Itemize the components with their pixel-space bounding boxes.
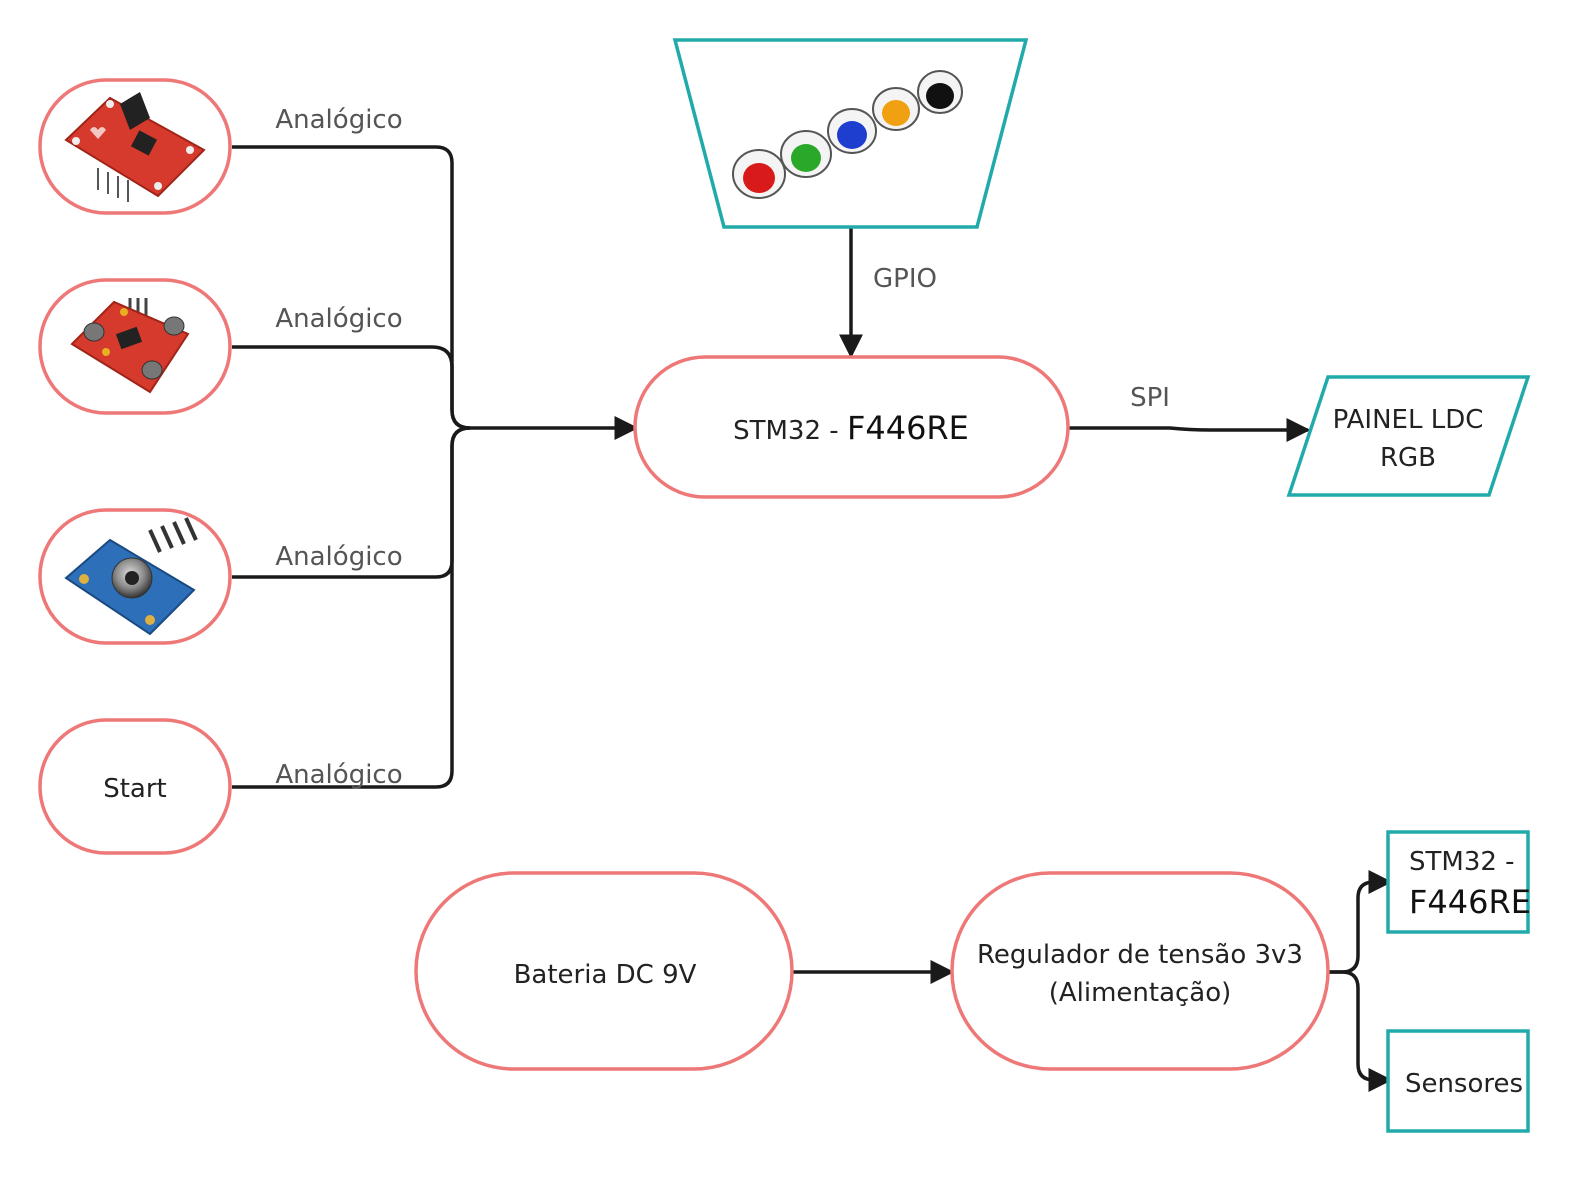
infrared-temperature-sensor-module-icon bbox=[64, 517, 198, 636]
node-lcd-panel-line-1: PAINEL LDC bbox=[1333, 405, 1484, 435]
node-regulator-frame bbox=[950, 871, 1330, 1071]
node-stm32-power-line-2: F446RE bbox=[1409, 883, 1531, 921]
node-battery-frame bbox=[414, 871, 794, 1071]
edge-regulator-to-stm32 bbox=[1328, 870, 1393, 974]
node-stm32-main-model: F446RE bbox=[847, 409, 969, 447]
edge-regulator-to-sensors bbox=[1328, 970, 1393, 1092]
node-sensors: Sensores bbox=[1386, 1029, 1530, 1133]
node-stm32-main-prefix: STM32 - bbox=[733, 416, 847, 446]
amplifier-module-board-icon bbox=[70, 298, 190, 394]
edge-sensor-2 bbox=[232, 345, 471, 430]
node-battery: Bateria DC 9V bbox=[414, 871, 794, 1071]
edge-start bbox=[232, 426, 471, 789]
node-battery-label: Bateria DC 9V bbox=[514, 960, 697, 990]
edge-label-sensor-1: Analógico bbox=[275, 105, 402, 135]
node-regulator-line-2: (Alimentação) bbox=[1049, 978, 1232, 1008]
node-stm32-power: STM32 - F446RE bbox=[1386, 830, 1531, 934]
orange-button bbox=[872, 87, 920, 131]
node-regulator: Regulador de tensão 3v3 (Alimentação) bbox=[950, 871, 1330, 1071]
edges bbox=[232, 145, 1393, 1092]
node-start: Start bbox=[38, 718, 232, 855]
node-lcd-panel-line-2: RGB bbox=[1380, 443, 1436, 473]
edge-label-gpio: GPIO bbox=[873, 264, 937, 294]
node-sensor-1 bbox=[38, 78, 232, 215]
edge-label-sensor-2: Analógico bbox=[275, 304, 402, 334]
green-button bbox=[780, 130, 832, 178]
node-sensors-frame bbox=[1386, 1029, 1530, 1133]
node-stm32-main-label: STM32 - F446RE bbox=[733, 409, 969, 447]
edge-label-spi: SPI bbox=[1130, 383, 1170, 413]
node-stm32-main: STM32 - F446RE bbox=[633, 355, 1070, 499]
node-sensors-label: Sensores bbox=[1405, 1069, 1523, 1099]
node-stm32-power-line-1: STM32 - bbox=[1409, 847, 1515, 877]
node-stm32-power-frame bbox=[1386, 830, 1530, 934]
blue-button bbox=[827, 108, 877, 154]
edge-spi bbox=[1068, 418, 1311, 442]
black-button bbox=[917, 70, 963, 114]
node-start-frame bbox=[38, 718, 232, 855]
node-lcd-panel: PAINEL LDC RGB bbox=[1286, 375, 1531, 497]
node-buttons bbox=[672, 38, 1029, 229]
node-start-label: Start bbox=[103, 774, 167, 804]
node-lcd-panel-frame bbox=[1286, 375, 1531, 497]
red-button bbox=[732, 149, 786, 199]
edge-label-sensor-3: Analógico bbox=[275, 542, 402, 572]
edge-label-start: Analógico bbox=[275, 760, 402, 790]
edge-sensor-1 bbox=[232, 145, 471, 430]
node-sensor-2 bbox=[38, 278, 232, 415]
ecg-sensor-module-board-icon bbox=[64, 92, 206, 202]
node-stm32-main-frame bbox=[633, 355, 1070, 499]
node-sensor-3 bbox=[38, 508, 232, 645]
colored-arcade-buttons-icon bbox=[732, 70, 963, 199]
node-regulator-line-1: Regulador de tensão 3v3 bbox=[977, 940, 1303, 970]
